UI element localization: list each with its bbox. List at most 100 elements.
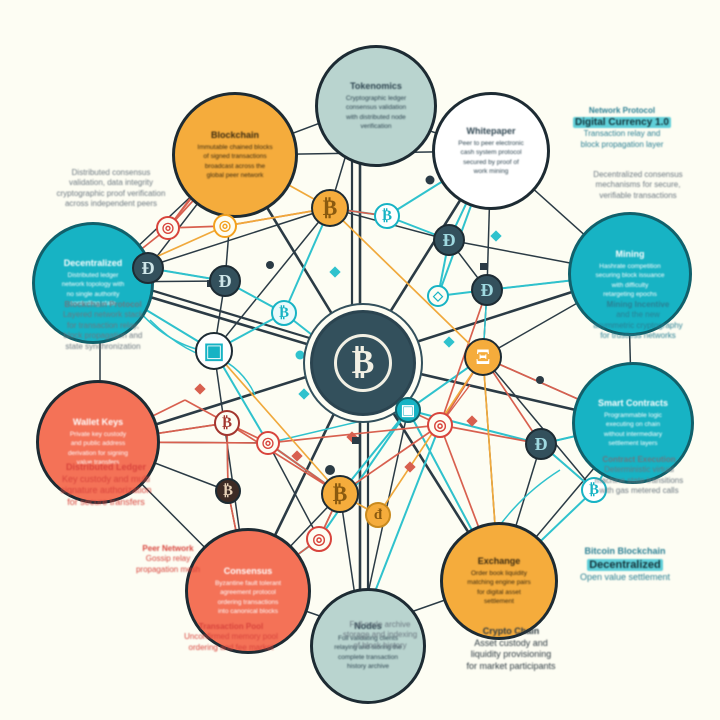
hub-title: Exchange xyxy=(477,555,521,566)
icon-node-square-left[interactable]: ▣ xyxy=(195,332,233,370)
hub-body-line: network topology with xyxy=(61,281,125,289)
caption-title: Network Protocol xyxy=(588,106,656,115)
hub-title: Nodes xyxy=(354,620,382,631)
caption-line: verifiable transactions xyxy=(599,190,677,200)
icon-node-red-lower-left[interactable]: ◎ xyxy=(256,431,280,455)
caption-line: liquidity provisioning xyxy=(470,649,552,660)
caption-line: Asset custody and xyxy=(474,637,548,648)
caption-line: Distributed consensus xyxy=(71,168,151,177)
icon-node-teal-upper-right[interactable]: Đ xyxy=(433,224,465,256)
caption-title: Crypto Chain xyxy=(482,626,540,636)
hub-body-text: Peer to peer electronic cash system proto… xyxy=(458,139,523,177)
caption-line: Key custody and multi xyxy=(61,473,151,484)
hub-body-line: Private key custody xyxy=(69,430,127,438)
caption-line: for secure transfers xyxy=(67,497,145,508)
icon-node-teal-shield[interactable]: ₿ xyxy=(271,300,297,326)
caption-line: with gas metered calls xyxy=(599,486,679,496)
icon-node-dark-left[interactable]: Đ xyxy=(132,252,164,284)
caption-line: Transaction relay and xyxy=(583,129,661,139)
hub-body-line: for digital asset xyxy=(477,588,521,596)
hub-body-line: broadcast across the xyxy=(204,162,266,170)
hub-body-line: and public address xyxy=(70,440,126,448)
hub-body-line: secured by proof of xyxy=(463,158,519,166)
caption-line: Open value settlement xyxy=(579,571,671,582)
hub-body-line: Cryptographic ledger xyxy=(345,94,407,102)
hub-body-line: Byzantine fault tolerant xyxy=(214,579,282,587)
hub-body-line: of signed transactions xyxy=(203,153,267,161)
icon-node-coin-upper-right[interactable]: ₿ xyxy=(374,203,400,229)
icon-node-orange-right[interactable]: Ξ xyxy=(464,338,502,376)
icon-node-orange-bottom-small[interactable]: đ xyxy=(365,502,391,528)
hub-body-line: derivation for signing xyxy=(68,449,128,457)
hub-title: Smart Contracts xyxy=(597,397,669,408)
caption-line: of block history xyxy=(353,640,407,650)
caption-line: Decentralized consensus xyxy=(593,170,683,179)
icon-node-teal-bottom-right[interactable]: ▣ xyxy=(395,397,421,423)
caption-title: Distributed Ledger xyxy=(65,462,146,472)
icon-node-bitcoin-upper[interactable]: ₿ xyxy=(311,189,349,227)
caption-line: for market participants xyxy=(466,661,556,672)
center-hub-bitcoin[interactable]: ₿ xyxy=(310,310,416,416)
hub-body-line: settlement layers xyxy=(608,439,658,447)
hub-title: Mining xyxy=(615,248,645,259)
hub-body-line: retargeting epochs xyxy=(603,290,657,298)
caption-line: mechanisms for secure, xyxy=(595,180,681,190)
hub-body-line: matching engine pairs xyxy=(467,579,531,587)
hub-body-line: cash system protocol xyxy=(460,149,522,157)
icon-node-teal-center-small[interactable]: ◇ xyxy=(427,285,449,307)
caption-line: propagation mesh xyxy=(135,564,201,574)
icon-node-dark-right[interactable]: Đ xyxy=(471,274,503,306)
icon-node-red-lower[interactable]: ₿ xyxy=(214,410,240,436)
hub-body-line: Peer to peer electronic xyxy=(458,139,524,147)
bitcoin-symbol-icon: ₿ xyxy=(334,334,392,392)
caption-line: asymmetric cryptography xyxy=(593,320,683,330)
icon-node-bitcoin-bottom[interactable]: ₿ xyxy=(321,475,359,513)
hub-body-line: consensus validation xyxy=(345,104,407,112)
hub-body-line: executing on chain xyxy=(605,421,661,429)
hub-title: Whitepaper xyxy=(466,125,516,136)
caption-line: block propagation and xyxy=(63,331,143,341)
icon-node-dark-lower-left[interactable]: ₿ xyxy=(215,478,241,504)
icon-node-red-mid[interactable]: ◎ xyxy=(427,412,453,438)
icon-node-coin-left-orange[interactable]: ◎ xyxy=(213,214,237,238)
icon-node-dark-lower-right[interactable]: Đ xyxy=(525,428,557,460)
caption-line: storage and indexing xyxy=(342,630,418,640)
hub-body-line: controlling state xyxy=(70,299,116,307)
hub-body-line: settlement xyxy=(483,597,514,605)
caption-line: across independent peers xyxy=(64,199,158,209)
hub-body-line: securing block issuance xyxy=(595,272,665,280)
hub-body-line: global peer network xyxy=(206,171,264,179)
icon-node-teal-lower-right[interactable]: ₿ xyxy=(581,477,607,503)
caption-line: block propagation layer xyxy=(580,139,664,149)
icon-node-red-bottom[interactable]: ◎ xyxy=(306,526,332,552)
caption-line: Gossip relay xyxy=(145,554,191,564)
caption-line: for trustless networks xyxy=(600,331,676,341)
caption-line: Layered network stack xyxy=(62,310,144,320)
icon-node-coin-left-red[interactable]: ◎ xyxy=(156,216,180,240)
icon-node-dark-center-left[interactable]: Đ xyxy=(209,265,241,297)
caption-title: Blockchain Protocol xyxy=(64,300,142,309)
caption-line: Deterministic virtual xyxy=(604,465,674,475)
